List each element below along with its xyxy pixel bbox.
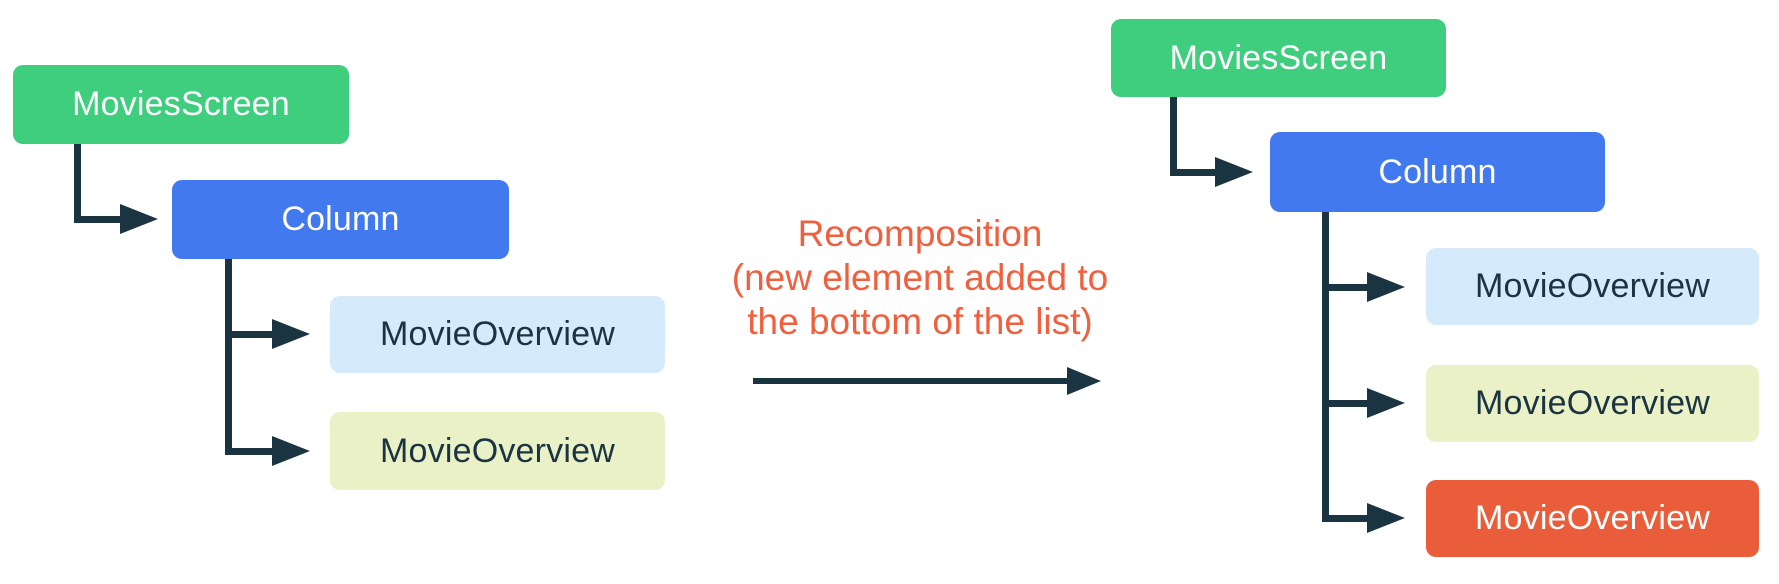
node-label: MoviesScreen [72, 85, 290, 123]
right-branch-2-hline [1322, 400, 1369, 407]
node-label: Column [281, 200, 400, 238]
right-tree-node-moviesscreen: MoviesScreen [1111, 19, 1446, 97]
right-branch-1-hline [1322, 284, 1369, 291]
left-branch-1-hline [225, 331, 273, 338]
right-root-to-column-connector-hline [1170, 169, 1217, 176]
right-tree-node-movieoverview-1: MovieOverview [1426, 248, 1759, 325]
arrowhead-icon [1367, 272, 1405, 302]
node-label: MovieOverview [1475, 499, 1710, 537]
node-label: MovieOverview [1475, 384, 1710, 422]
recomposition-caption: Recomposition (new element added to the … [690, 212, 1150, 344]
arrowhead-icon [1367, 503, 1405, 533]
left-column-children-trunk-vline [225, 259, 232, 455]
right-branch-3-hline [1322, 515, 1369, 522]
right-tree-node-movieoverview-3-new: MovieOverview [1426, 480, 1759, 557]
arrowhead-icon [1367, 388, 1405, 418]
right-tree-node-movieoverview-2: MovieOverview [1426, 365, 1759, 442]
arrowhead-icon [1067, 367, 1101, 395]
node-label: MovieOverview [1475, 267, 1710, 305]
arrowhead-icon [1215, 157, 1253, 187]
recomposition-arrow-line [753, 378, 1069, 384]
left-tree-node-movieoverview-2: MovieOverview [330, 412, 665, 490]
left-root-to-column-connector-vline [74, 144, 81, 223]
node-label: MoviesScreen [1169, 38, 1388, 77]
node-label: MovieOverview [380, 315, 615, 353]
left-tree-node-movieoverview-1: MovieOverview [330, 296, 665, 373]
arrowhead-icon [272, 319, 310, 349]
arrowhead-icon [120, 204, 158, 234]
caption-line-1: Recomposition [797, 213, 1043, 254]
left-root-to-column-connector-hline [74, 216, 122, 223]
node-label: Column [1378, 152, 1497, 191]
left-tree-node-moviesscreen: MoviesScreen [13, 65, 349, 144]
arrowhead-icon [272, 436, 310, 466]
left-branch-2-hline [225, 448, 273, 455]
right-root-to-column-connector-vline [1170, 97, 1177, 176]
right-column-children-trunk-vline [1322, 212, 1329, 522]
right-tree-node-column: Column [1270, 132, 1605, 212]
caption-line-3: the bottom of the list) [747, 301, 1093, 342]
node-label: MovieOverview [380, 431, 615, 470]
left-tree-node-column: Column [172, 180, 509, 259]
caption-line-2: (new element added to [731, 257, 1109, 298]
